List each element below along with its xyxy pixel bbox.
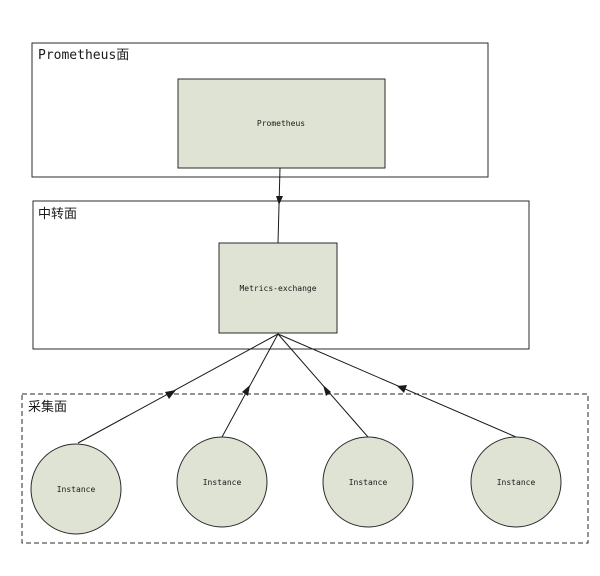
edge-prometheus-to-exchange (277, 167, 281, 244)
edge-instance-3-to-exchange (277, 333, 369, 438)
prometheus-node (177, 78, 386, 169)
collection-plane-label: 采集面 (28, 399, 67, 415)
edge-instance-2-to-exchange (221, 333, 279, 438)
relay-plane-box (32, 200, 530, 350)
edge-instance-1-to-exchange (77, 333, 279, 444)
prometheus-plane-label: Prometheus面 (38, 48, 129, 63)
instance-node-3 (322, 436, 414, 528)
prometheus-plane-box (31, 42, 489, 178)
collection-plane-box (21, 393, 589, 544)
instance-node-4 (470, 436, 562, 528)
edge-prometheus-to-exchange-arrowhead (276, 196, 283, 205)
instance-node-4-label: Instance (497, 478, 536, 487)
edge-instance-2-arrowhead (242, 385, 250, 396)
instance-node-1 (30, 443, 122, 535)
edge-instance-4-to-exchange (277, 333, 517, 438)
relay-plane-label: 中转面 (38, 207, 77, 222)
edge-instance-3-arrowhead (323, 385, 331, 396)
instance-node-3-label: Instance (349, 478, 388, 487)
metrics-exchange-node-label: Metrics-exchange (239, 284, 316, 293)
instance-node-2 (176, 436, 268, 528)
instance-node-2-label: Instance (203, 478, 242, 487)
edge-instance-4-arrowhead (397, 385, 407, 393)
instance-node-1-label: Instance (57, 485, 96, 494)
prometheus-node-label: Prometheus (257, 119, 305, 128)
metrics-exchange-node (218, 242, 338, 334)
edge-instance-1-arrowhead (165, 390, 176, 399)
